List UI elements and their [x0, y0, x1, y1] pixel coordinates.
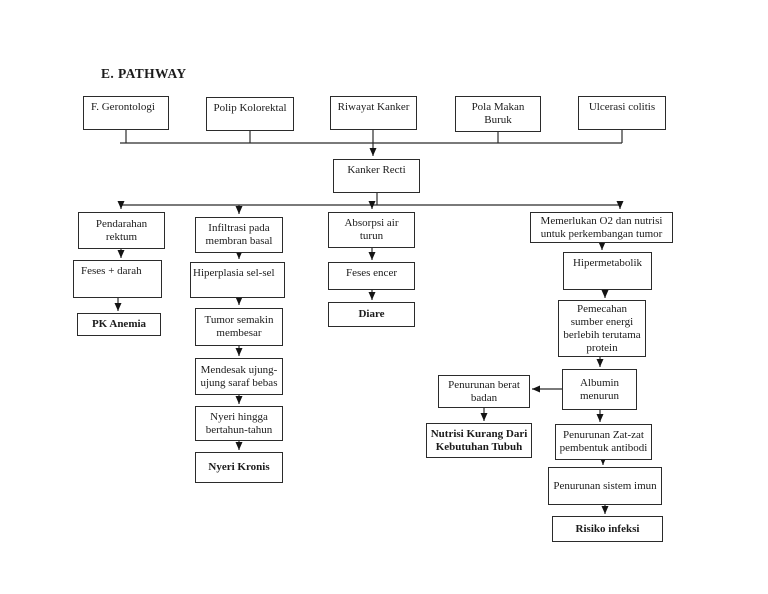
node-penurunan-berat-badan: Penurunan berat badan	[438, 375, 530, 408]
node-nutrisi-kurang: Nutrisi Kurang Dari Kebutuhan Tubuh	[426, 423, 532, 458]
node-hipermetabolik: Hipermetabolik	[563, 252, 652, 290]
node-infiltrasi-membran-basal: Infiltrasi pada membran basal	[195, 217, 283, 253]
node-nyeri-bertahun: Nyeri hingga bertahun-tahun	[195, 406, 283, 441]
node-mendesak-saraf: Mendesak ujung-ujung saraf bebas	[195, 358, 283, 395]
node-pk-anemia: PK Anemia	[77, 313, 161, 336]
page-title: E. PATHWAY	[101, 66, 187, 81]
node-riwayat-kanker: Riwayat Kanker	[330, 96, 417, 130]
node-memerlukan-o2-nutrisi: Memerlukan O2 dan nutrisi untuk perkemba…	[530, 212, 673, 243]
node-feses-encer: Feses encer	[328, 262, 415, 290]
node-risiko-infeksi: Risiko infeksi	[552, 516, 663, 542]
node-absorpsi-air: Absorpsi air turun	[328, 212, 415, 248]
node-penurunan-zat-antibodi: Penurunan Zat-zat pembentuk antibodi	[555, 424, 652, 460]
node-feses-darah: Feses + darah	[73, 260, 162, 298]
node-polip-kolorektal: Polip Kolorektal	[206, 97, 294, 131]
node-pola-makan-buruk: Pola Makan Buruk	[455, 96, 541, 132]
node-tumor-membesar: Tumor semakin membesar	[195, 308, 283, 346]
node-penurunan-sistem-imun: Penurunan sistem imun	[548, 467, 662, 505]
node-nyeri-kronis: Nyeri Kronis	[195, 452, 283, 483]
node-pemecahan-energi: Pemecahan sumber energi berlebih terutam…	[558, 300, 646, 357]
node-ulcerasi-colitis: Ulcerasi colitis	[578, 96, 666, 130]
node-pendarahan-rektum: Pendarahan rektum	[78, 212, 165, 249]
node-f-gerontologi: F. Gerontologi	[83, 96, 169, 130]
node-kanker-recti: Kanker Recti	[333, 159, 420, 193]
node-diare: Diare	[328, 302, 415, 327]
node-albumin-menurun: Albumin menurun	[562, 369, 637, 410]
node-hiperplasia-sel: Hiperplasia sel-sel	[190, 262, 285, 298]
